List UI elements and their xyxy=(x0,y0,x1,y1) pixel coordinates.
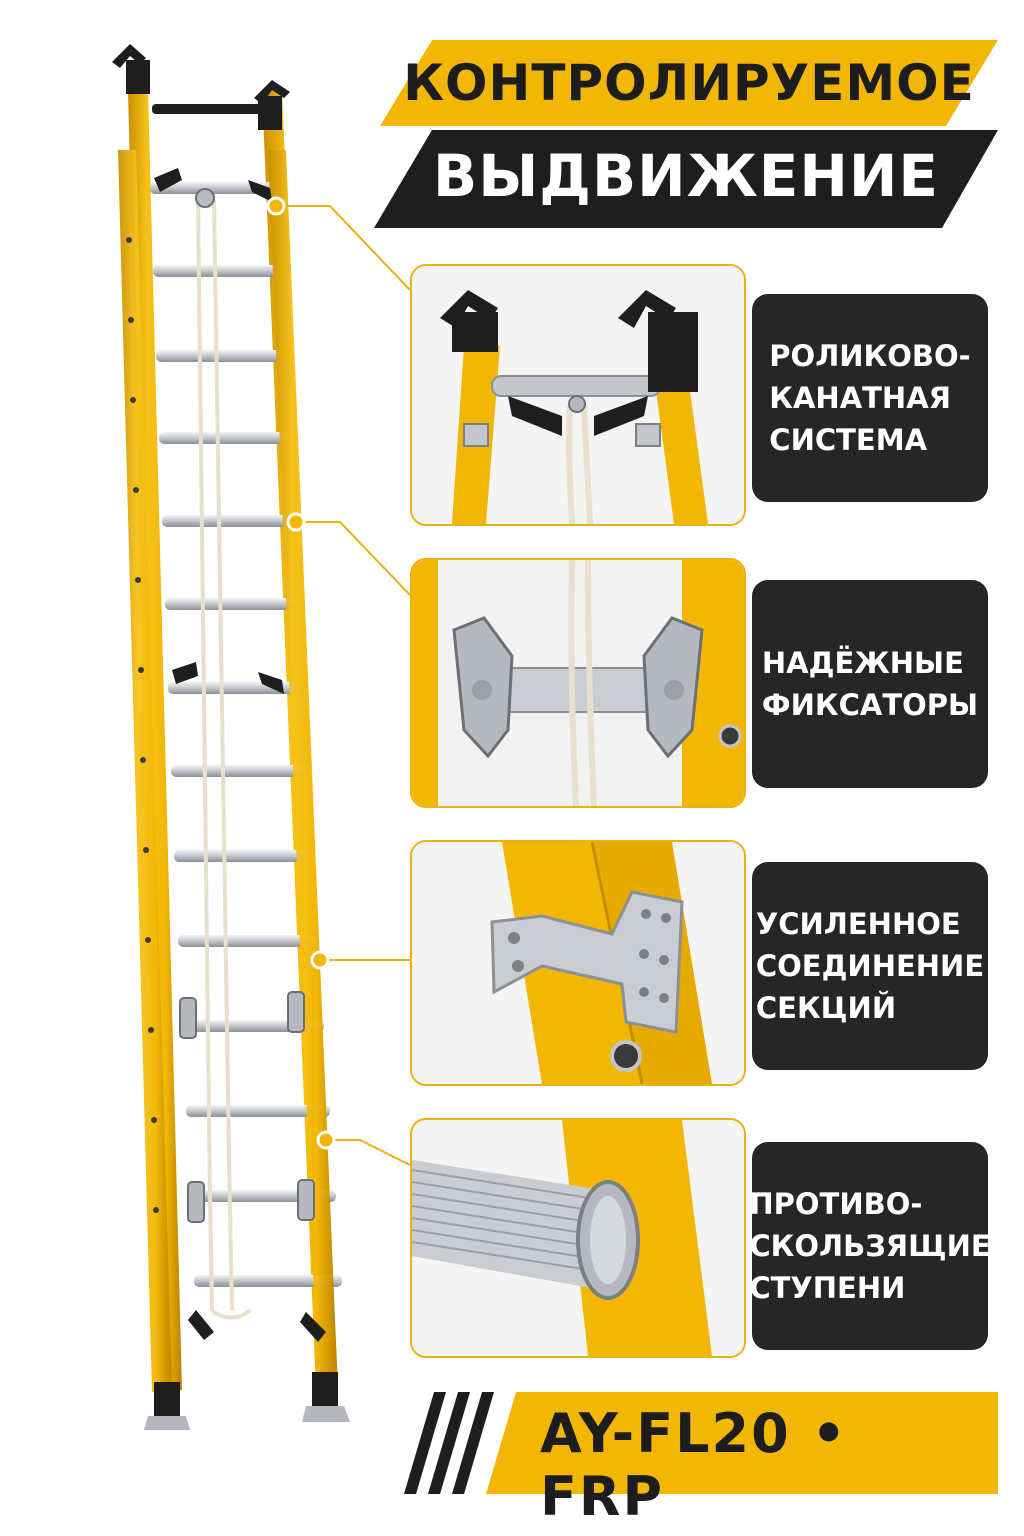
detail-card-rung xyxy=(410,1118,746,1358)
model-code: AY-FL20 • FRP xyxy=(540,1402,848,1528)
detail-card-pulley xyxy=(410,264,746,526)
ribbed-rung-icon xyxy=(412,1120,744,1356)
callout-dot-2 xyxy=(286,512,306,532)
ladder-rope xyxy=(196,199,252,1320)
callout-connectors xyxy=(266,196,411,1166)
detail-card-locks xyxy=(410,558,746,808)
banner-shape-yellow xyxy=(380,40,998,126)
rail-holes xyxy=(126,237,159,1213)
feature-label-locks: НАДЁЖНЫЕ ФИКСАТОРЫ xyxy=(752,580,988,788)
callout-dot-1 xyxy=(266,196,286,216)
footer-stripe-2 xyxy=(428,1392,470,1494)
footer-bar-yellow xyxy=(486,1392,998,1494)
ladder-feet xyxy=(144,1372,350,1430)
callout-line-1 xyxy=(276,205,411,291)
bracket-plate-icon xyxy=(412,842,744,1084)
top-cap-left xyxy=(126,60,150,94)
ladder-locks xyxy=(179,991,315,1223)
callout-line-4 xyxy=(326,1139,411,1166)
feature-label-text-2: НАДЁЖНЫЕ ФИКСАТОРЫ xyxy=(761,646,979,722)
feature-label-text-4: ПРОТИВО- СКОЛЬЗЯЩИЕ СТУПЕНИ xyxy=(749,1187,991,1305)
callout-line-2 xyxy=(296,521,411,596)
top-bar xyxy=(152,104,262,114)
detail-card-bracket xyxy=(410,840,746,1086)
feature-label-pulley: РОЛИКОВО- КАНАТНАЯ СИСТЕМА xyxy=(752,294,988,502)
header-title-line2: ВЫДВИЖЕНИЕ xyxy=(432,142,940,210)
pulley-rope-icon xyxy=(412,266,744,524)
header-title-line1: КОНТРОЛИРУЕМОЕ xyxy=(403,54,975,112)
feature-label-rung: ПРОТИВО- СКОЛЬЗЯЩИЕ СТУПЕНИ xyxy=(749,1142,991,1350)
banner-shape-dark xyxy=(374,130,998,228)
callout-dot-4 xyxy=(316,1130,336,1150)
ladder-illustration xyxy=(112,44,350,1430)
footer-banner xyxy=(404,1392,998,1494)
feature-label-text-1: РОЛИКОВО- КАНАТНАЯ СИСТЕМА xyxy=(769,339,971,457)
lock-latch-icon xyxy=(412,560,744,806)
feature-label-text-3: УСИЛЕННОЕ СОЕДИНЕНИЕ СЕКЦИЙ xyxy=(755,907,985,1025)
callout-dot-3 xyxy=(310,950,330,970)
top-cap-right xyxy=(258,96,282,130)
ladder-base-rail-right xyxy=(268,150,338,1392)
header-banner-bottom: ВЫДВИЖЕНИЕ xyxy=(374,130,998,228)
footer-stripe-1 xyxy=(404,1392,446,1494)
pulley-icon xyxy=(195,188,215,208)
feature-label-bracket: УСИЛЕННОЕ СОЕДИНЕНИЕ СЕКЦИЙ xyxy=(752,862,988,1070)
ladder-base-rail-left xyxy=(118,150,172,1392)
footer-stripe-3 xyxy=(452,1392,494,1494)
ladder-brackets xyxy=(154,168,326,1342)
header-banner-top: КОНТРОЛИРУЕМОЕ xyxy=(380,40,998,126)
